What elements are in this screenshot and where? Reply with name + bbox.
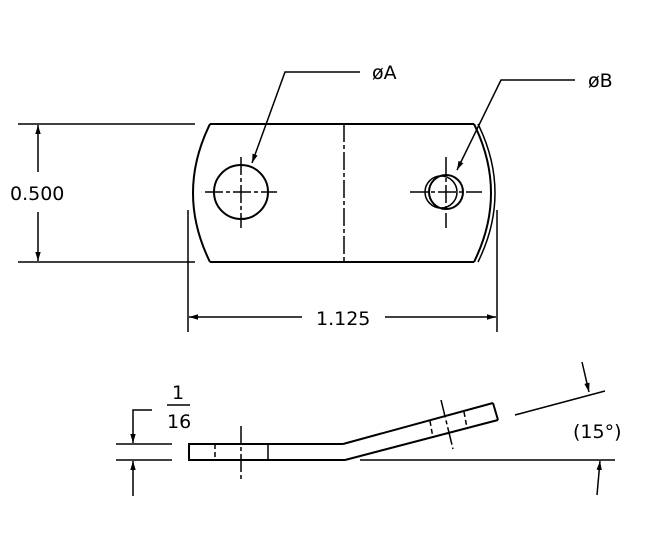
hole-a-label: øA	[372, 62, 397, 84]
angle-dimension: (15°)	[360, 361, 622, 496]
width-dimension: 1.125	[187, 210, 498, 332]
height-value: 0.500	[10, 183, 64, 205]
thickness-dimension: 1 16	[116, 382, 191, 496]
width-value: 1.125	[316, 308, 370, 330]
hole-a	[205, 157, 277, 228]
height-dimension: 0.500	[10, 123, 195, 263]
angle-value: (15°)	[573, 421, 622, 443]
hole-b-label: øB	[588, 70, 613, 92]
leader-b: øB	[456, 70, 613, 171]
plate-top-view	[192, 123, 496, 263]
hole-b	[410, 157, 482, 228]
leader-a: øA	[251, 62, 397, 164]
plate-side-view	[188, 399, 499, 479]
thickness-numerator: 1	[172, 382, 184, 404]
thickness-denominator: 16	[167, 411, 191, 433]
